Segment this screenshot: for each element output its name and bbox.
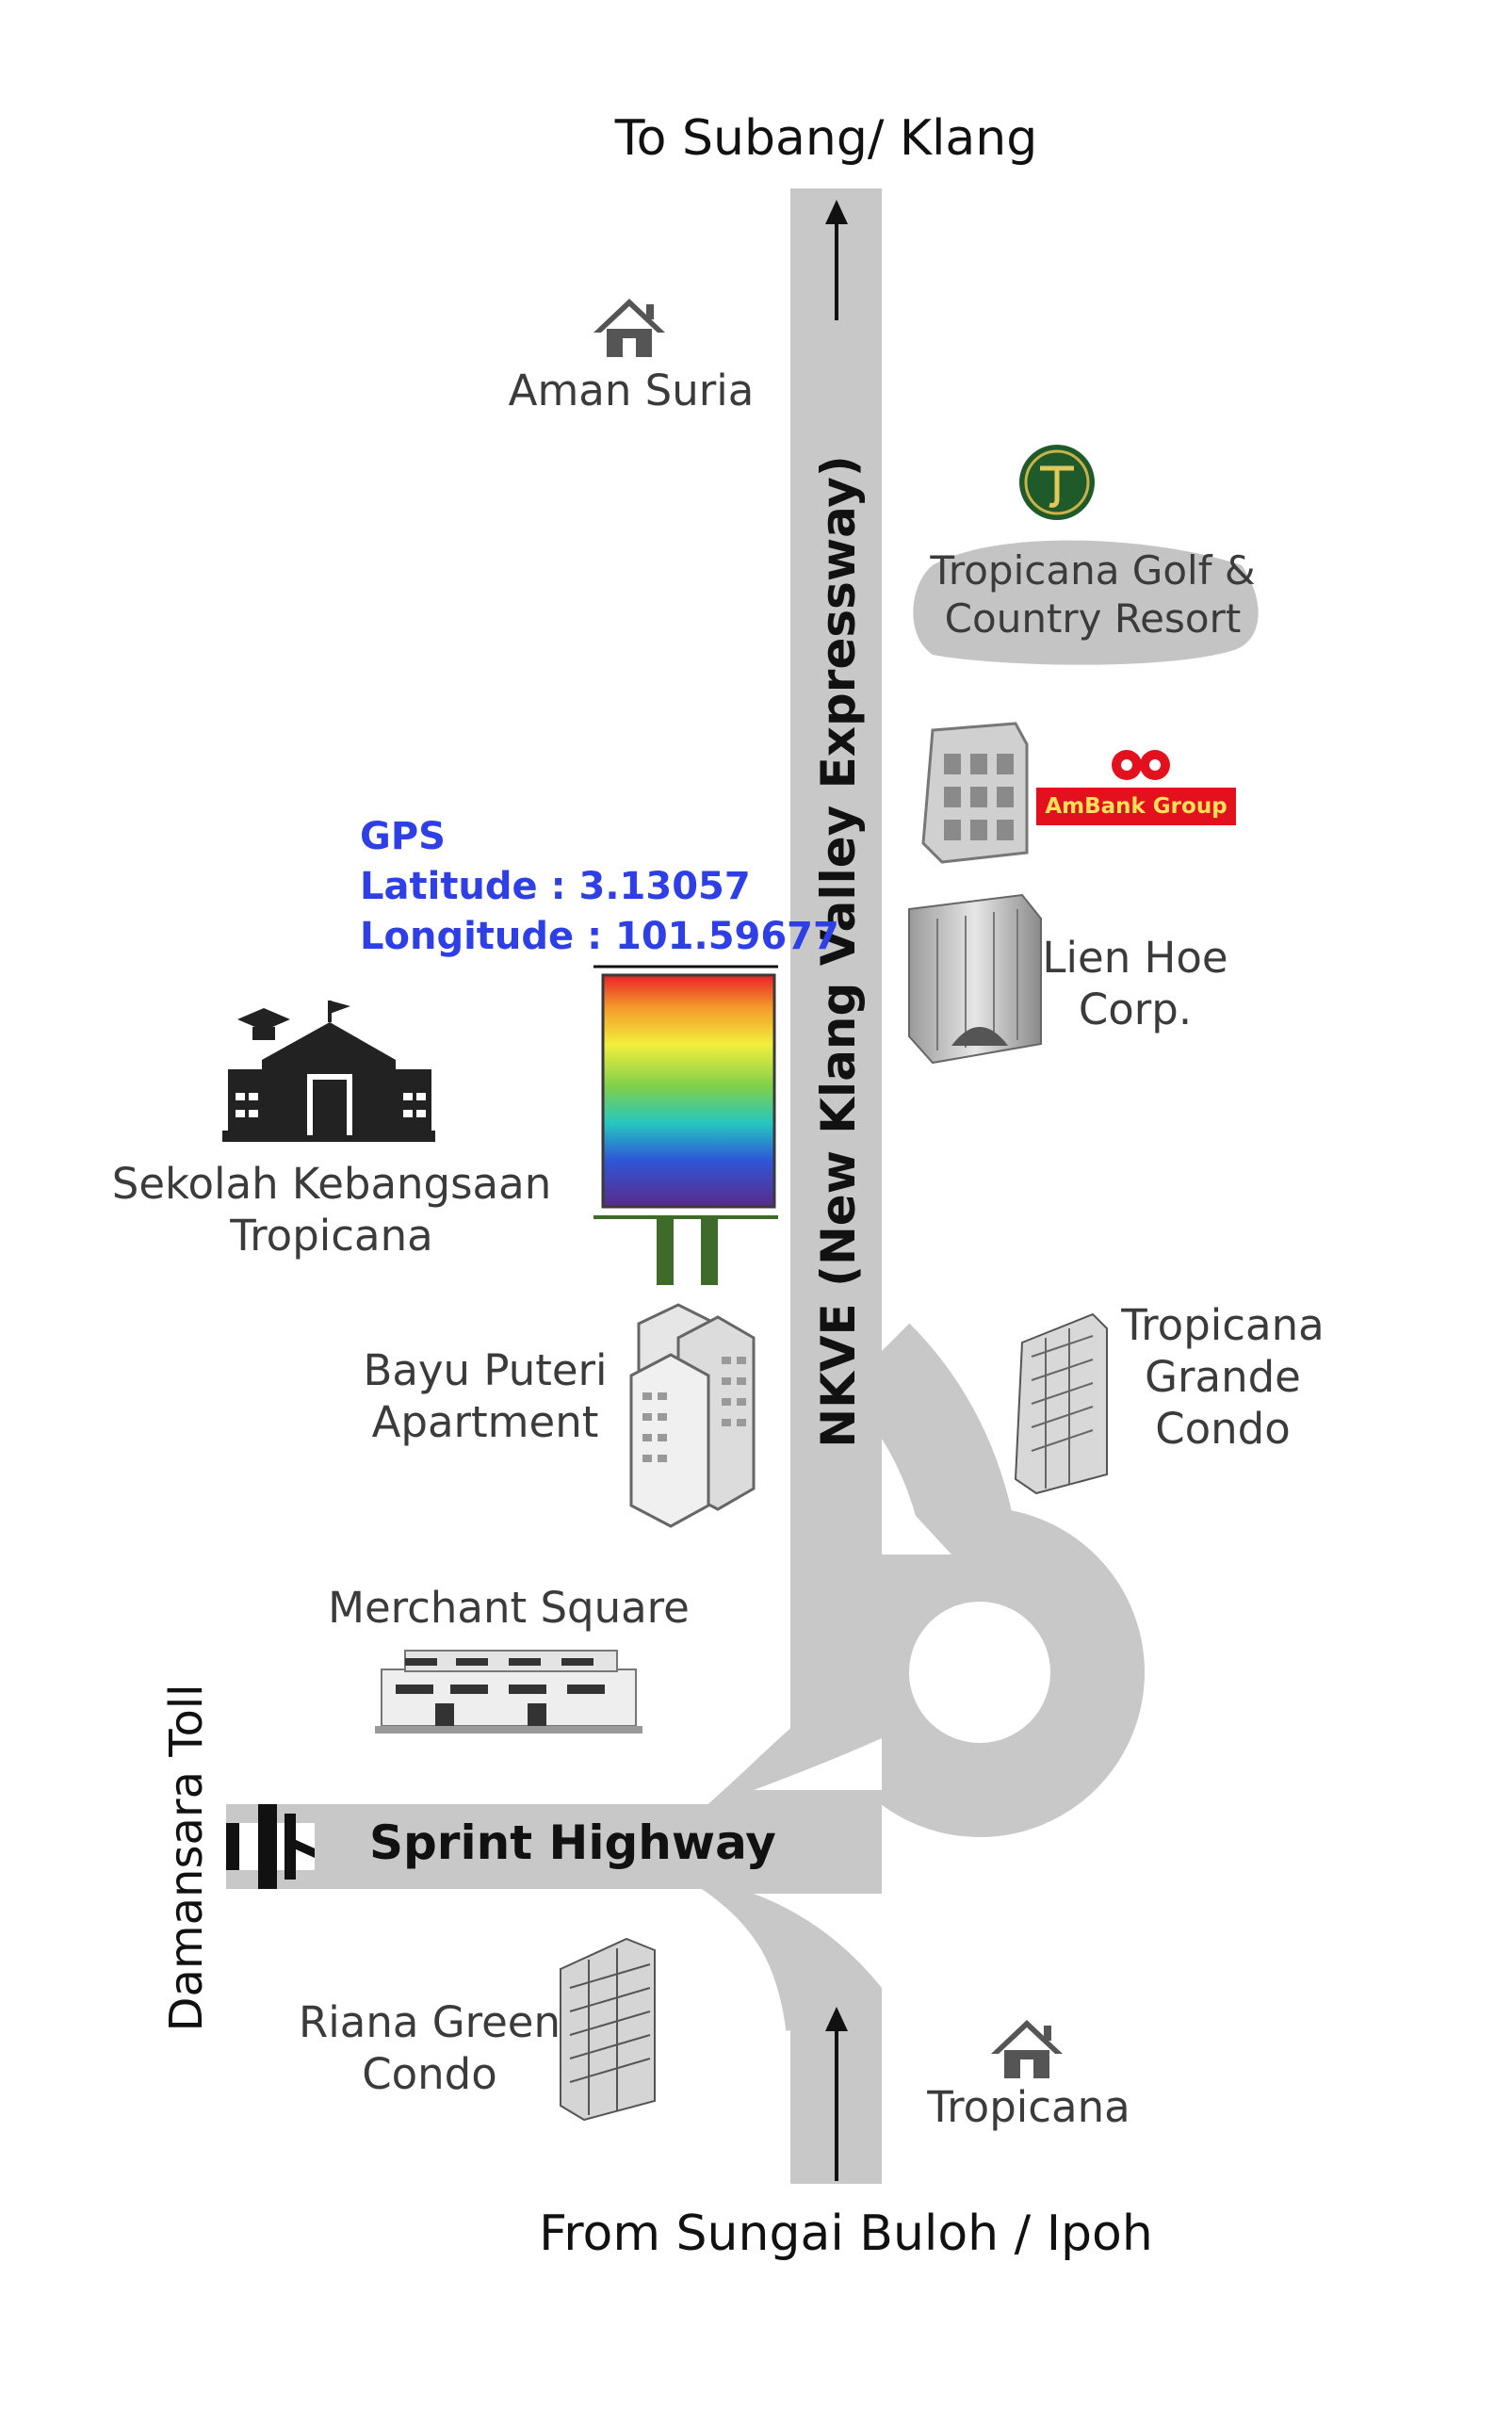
tropicana-golf-logo-icon [1019, 445, 1095, 520]
tropicana-grande-building-icon [1014, 1312, 1108, 1495]
gps-heading: GPS [360, 815, 446, 858]
north-arrow [825, 200, 848, 320]
merchant-square-label: Merchant Square [328, 1583, 690, 1633]
tropicana-label: Tropicana [927, 2082, 1130, 2132]
tropicana-golf-label: Tropicana Golf & Country Resort [930, 547, 1256, 643]
tropicana-grande-label: Tropicana Grande Condo [1121, 1300, 1325, 1454]
toll-gate-icon [224, 1804, 315, 1889]
ambank-building-icon [921, 722, 1029, 864]
lien-hoe-label: Lien Hoe Corp. [1042, 933, 1228, 1034]
bayu-puteri-building-icon [629, 1303, 756, 1528]
ambank-logo-icon [1112, 750, 1170, 780]
golf-label-backdrop [913, 540, 1259, 665]
south-direction-label: From Sungai Buloh / Ipoh [539, 2206, 1153, 2262]
lien-hoe-building-icon [908, 893, 1042, 1065]
riana-green-label: Riana Green Condo [298, 1997, 561, 2099]
riana-green-building-icon [560, 1937, 656, 2122]
sprint-highway-road [226, 1804, 838, 1889]
damansara-toll-label: Damansara Toll [160, 1684, 213, 2032]
ambank-label: AmBank Group [1036, 788, 1236, 825]
gps-block: GPS Latitude : 3.13057 Longitude : 101.5… [360, 812, 839, 961]
gps-longitude: Longitude : 101.59677 [360, 914, 839, 958]
gps-latitude: Latitude : 3.13057 [360, 864, 751, 908]
school-label: Sekolah Kebangsaan Tropicana [111, 1159, 552, 1261]
sprint-highway-label: Sprint Highway [369, 1815, 776, 1870]
bayu-puteri-label: Bayu Puteri Apartment [363, 1345, 608, 1447]
south-arrow [825, 2007, 848, 2181]
merchant-square-building-icon [375, 1650, 642, 1734]
school-icon [222, 1001, 435, 1142]
tropicana-house-icon [991, 2020, 1063, 2078]
north-direction-label: To Subang/ Klang [614, 110, 1038, 167]
billboard [593, 965, 778, 1285]
aman-suria-house-icon [593, 299, 665, 357]
aman-suria-label: Aman Suria [508, 366, 755, 415]
